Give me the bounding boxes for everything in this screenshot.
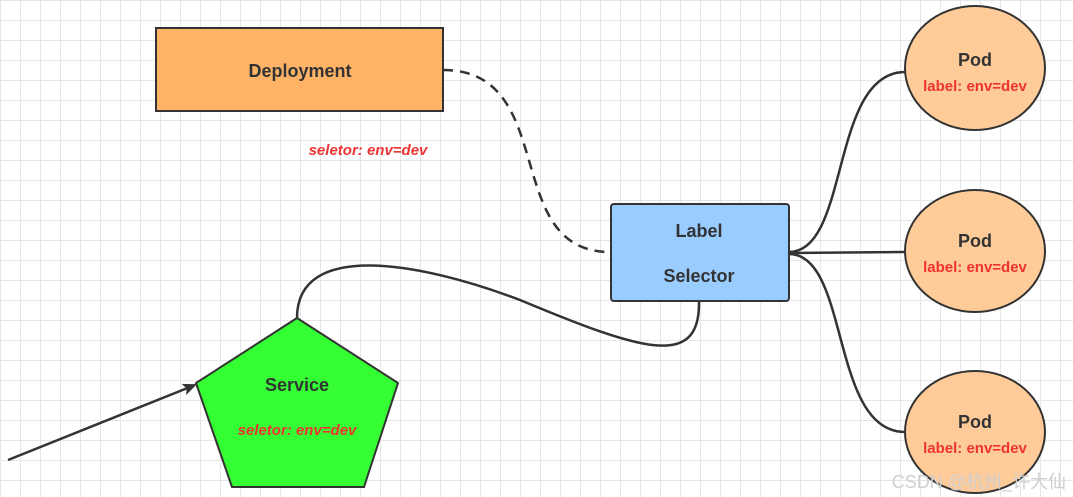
service-selector-label: seletor: env=dev	[238, 422, 358, 439]
csdn-watermark: CSDN @杭州_许大仙	[892, 472, 1066, 493]
pod-circle	[904, 370, 1046, 494]
deployment-to-selector-dashed-edge	[442, 68, 611, 254]
pod-node-3[interactable]: Pod label: env=dev	[904, 370, 1046, 494]
connectors	[7, 68, 906, 462]
service-node[interactable]: Service seletor: env=dev	[194, 316, 400, 488]
pod-node-1[interactable]: Pod label: env=dev	[904, 5, 1046, 131]
pod-env-label: label: env=dev	[923, 259, 1027, 276]
selector-to-pod-2-edge	[788, 250, 906, 255]
pod-env-label: label: env=dev	[923, 440, 1027, 457]
selector-to-pod-3-edge	[788, 252, 906, 434]
deployment-selector-label: seletor: env=dev	[309, 142, 429, 159]
label-selector-node[interactable]: Label Selector	[610, 203, 790, 302]
selector-to-pod-1-edge	[788, 70, 906, 254]
pod-circle	[904, 5, 1046, 131]
service-label: Service	[265, 375, 329, 395]
pod-circle	[904, 189, 1046, 313]
deployment-box	[155, 27, 444, 112]
pod-node-2[interactable]: Pod label: env=dev	[904, 189, 1046, 313]
pod-env-label: label: env=dev	[923, 78, 1027, 95]
deployment-label: Deployment	[248, 61, 351, 81]
label-selector-line2: Selector	[663, 266, 734, 286]
service-pentagon	[194, 316, 400, 488]
incoming-traffic-arrow	[7, 383, 197, 462]
deployment-node[interactable]: Deployment	[155, 27, 444, 112]
label-selector-box	[610, 203, 790, 302]
service-to-selector-edge	[295, 264, 701, 347]
pod-label: Pod	[958, 50, 992, 70]
pod-label: Pod	[958, 412, 992, 432]
label-selector-line1: Label	[675, 221, 722, 241]
pod-label: Pod	[958, 231, 992, 251]
